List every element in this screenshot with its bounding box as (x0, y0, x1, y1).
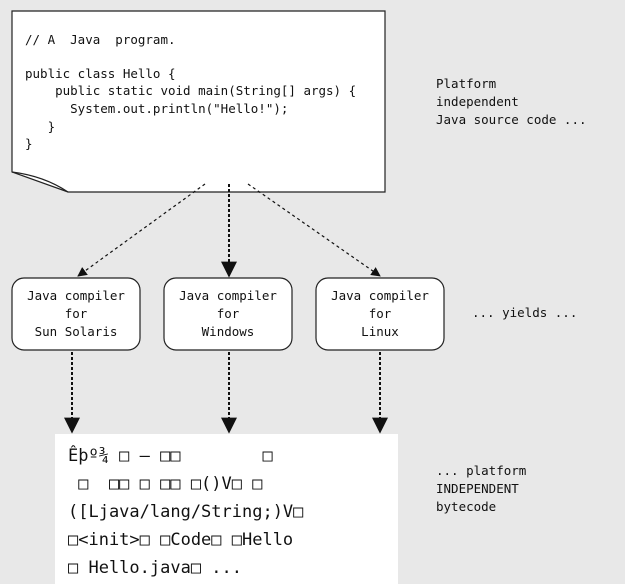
bytecode-caption: ... platform INDEPENDENT bytecode (436, 462, 526, 516)
arrow-source-to-solaris (77, 183, 206, 277)
bytecode-line-3: ([Ljava/lang/String;)V□ (68, 502, 304, 522)
compiler-box-solaris (11, 277, 141, 351)
code-line-3: public class Hello { (25, 66, 176, 81)
yields-label: ... yields ... (472, 305, 578, 320)
bytecode-caption-line-1: ... platform (436, 463, 527, 478)
bytecode-line-4: □<init>□ □Code□ □Hello (68, 530, 294, 550)
compiler-box-linux (315, 277, 445, 351)
source-document-shape (11, 10, 386, 193)
compiler-linux: Java compiler for Linux (316, 278, 444, 350)
compiler-solaris-line-3: Sun Solaris (34, 324, 118, 339)
compiler-linux-line-2: for (368, 306, 392, 321)
compiler-windows: Java compiler for Windows (164, 278, 292, 350)
compiler-solaris-line-2: for (64, 306, 88, 321)
code-line-5: System.out.println("Hello!"); (25, 101, 289, 116)
compiler-box-windows (163, 277, 293, 351)
bytecode-caption-line-3: bytecode (436, 499, 497, 514)
bytecode-panel: Êþº¾ □ – □□ □ □ □□ □ □□ □()V□ □ ([Ljava/… (55, 434, 398, 584)
compiler-solaris-line-1: Java compiler (27, 288, 125, 303)
source-caption-line-1: Platform (436, 76, 497, 91)
bytecode-caption-line-2: INDEPENDENT (436, 481, 519, 496)
compiler-windows-line-3: Windows (201, 324, 255, 339)
code-line-6: } (25, 119, 56, 134)
source-caption: Platform independent Java source code ..… (436, 75, 587, 129)
compiler-linux-line-1: Java compiler (331, 288, 429, 303)
document-fold-icon (11, 171, 69, 193)
bytecode-line-1: Êþº¾ □ – □□ □ (68, 446, 273, 466)
compiler-linux-line-3: Linux (361, 324, 399, 339)
source-caption-line-3: Java source code ... (436, 112, 587, 127)
code-line-7: } (25, 136, 33, 151)
code-line-4: public static void main(String[] args) { (25, 83, 357, 98)
compiler-windows-line-1: Java compiler (179, 288, 277, 303)
compiler-windows-line-2: for (216, 306, 240, 321)
code-line-1: // A Java program. (25, 32, 176, 47)
source-caption-line-2: independent (436, 94, 519, 109)
compiler-solaris: Java compiler for Sun Solaris (12, 278, 140, 350)
arrow-source-to-linux (247, 183, 381, 277)
bytecode-line-5: □ Hello.java□ ... (68, 558, 242, 578)
bytecode-line-2: □ □□ □ □□ □()V□ □ (68, 474, 263, 494)
